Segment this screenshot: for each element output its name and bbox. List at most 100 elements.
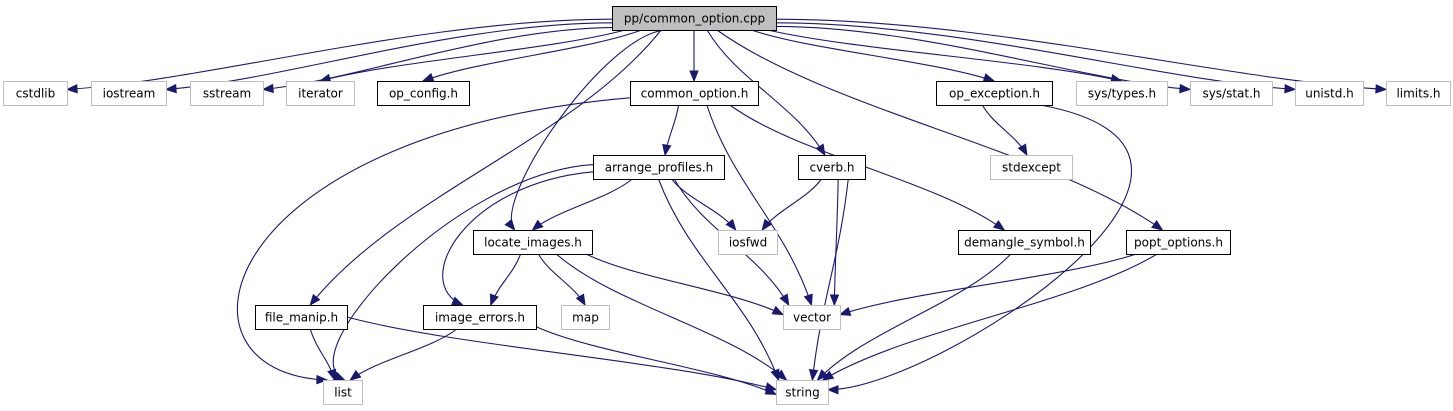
arrowhead-icon xyxy=(531,219,544,231)
arrowhead-icon xyxy=(504,218,516,232)
node-box xyxy=(783,305,841,330)
node-label: cverb.h xyxy=(809,161,854,175)
edge-line xyxy=(706,104,813,306)
node-box xyxy=(3,81,68,106)
node-box xyxy=(593,155,725,180)
edge-popt_options-to-string xyxy=(821,253,1158,381)
edge-line xyxy=(422,29,642,82)
edge-op_exception-to-string xyxy=(826,104,1132,395)
edge-popt_options-to-vector xyxy=(838,253,1137,316)
node-label: iterator xyxy=(298,87,343,101)
node-iostream: iostream xyxy=(91,81,167,106)
node-box xyxy=(286,81,355,106)
node-locate-images[interactable]: locate_images.h xyxy=(473,230,593,255)
edge-line xyxy=(833,178,839,306)
edge-line xyxy=(775,22,1296,90)
node-file-manip[interactable]: file_manip.h xyxy=(255,305,348,330)
node-root[interactable]: pp/common_option.cpp xyxy=(612,6,777,31)
arrowhead-icon xyxy=(764,385,778,395)
node-list: list xyxy=(323,380,363,405)
node-box xyxy=(423,305,537,330)
node-sys-stat: sys/stat.h xyxy=(1190,81,1273,106)
arrowhead-icon xyxy=(327,368,337,382)
node-label: vector xyxy=(793,311,831,325)
node-box xyxy=(323,380,363,405)
node-stdexcept: stdexcept xyxy=(990,155,1073,180)
edge-common_option-to-list xyxy=(236,97,631,385)
node-box xyxy=(612,6,777,31)
edge-root-to-file_manip xyxy=(309,29,662,307)
arrowhead-icon xyxy=(451,296,464,306)
node-vector: vector xyxy=(783,305,841,330)
edge-locate_images-to-map xyxy=(537,253,586,307)
node-string: string xyxy=(776,380,829,405)
arrowhead-icon xyxy=(761,218,773,232)
node-box xyxy=(990,155,1073,180)
edge-line xyxy=(811,178,849,381)
arrowhead-icon xyxy=(489,293,499,307)
edge-line xyxy=(817,253,1012,381)
edge-line xyxy=(822,253,1158,381)
node-iosfwd: iosfwd xyxy=(718,230,778,255)
arrowhead-icon xyxy=(816,369,829,381)
node-iterator: iterator xyxy=(286,81,355,106)
node-label: file_manip.h xyxy=(265,311,338,325)
edge-cverb-to-string xyxy=(808,178,849,382)
edge-line xyxy=(236,97,631,381)
node-op-config[interactable]: op_config.h xyxy=(377,81,470,106)
edge-line xyxy=(319,29,626,82)
arrowhead-icon xyxy=(1151,220,1164,231)
edge-arrange_profiles-to-iosfwd xyxy=(671,178,737,232)
node-label: stdexcept xyxy=(1002,161,1061,175)
edge-line xyxy=(751,29,995,82)
edge-line xyxy=(716,29,1163,231)
edge-line xyxy=(839,253,1137,316)
edge-file_manip-to-list xyxy=(309,328,337,382)
edge-line xyxy=(511,29,668,231)
arrowhead-icon xyxy=(838,306,852,316)
node-box xyxy=(776,380,829,405)
node-label: sys/stat.h xyxy=(1202,87,1260,101)
edge-line xyxy=(346,316,777,391)
edge-root-to-common_option xyxy=(689,29,699,83)
edge-line xyxy=(706,29,826,156)
arrowhead-icon xyxy=(1375,84,1388,94)
node-op-exception[interactable]: op_exception.h xyxy=(936,81,1053,106)
edge-line xyxy=(657,178,780,381)
node-unistd: unistd.h xyxy=(1295,81,1364,106)
node-popt-options[interactable]: popt_options.h xyxy=(1126,230,1231,255)
node-common-option[interactable]: common_option.h xyxy=(630,81,759,106)
node-label: iosfwd xyxy=(729,236,767,250)
node-label: pp/common_option.cpp xyxy=(624,12,765,26)
node-label: arrange_profiles.h xyxy=(605,161,714,175)
node-label: op_exception.h xyxy=(949,87,1040,101)
node-demangle-symbol[interactable]: demangle_symbol.h xyxy=(958,230,1091,255)
edge-locate_images-to-string xyxy=(555,253,788,381)
node-box xyxy=(958,230,1091,255)
arrowhead-icon xyxy=(421,72,435,82)
node-label: string xyxy=(785,386,819,400)
arrowhead-icon xyxy=(1017,143,1028,157)
edge-line xyxy=(767,29,1122,82)
arrowhead-icon xyxy=(725,218,737,232)
arrowhead-icon xyxy=(349,369,362,381)
node-limits: limits.h xyxy=(1386,81,1451,106)
node-image-errors[interactable]: image_errors.h xyxy=(423,305,537,330)
edge-locate_images-to-vector xyxy=(585,253,785,316)
edge-root-to-popt_options xyxy=(716,29,1164,231)
edge-cverb-to-iosfwd xyxy=(761,178,822,232)
node-arrange-profiles[interactable]: arrange_profiles.h xyxy=(593,155,725,180)
node-box xyxy=(190,81,264,106)
node-sys-types: sys/types.h xyxy=(1076,81,1168,106)
arrowhead-icon xyxy=(164,83,177,94)
edge-arrange_profiles-to-list xyxy=(332,164,594,381)
node-label: op_config.h xyxy=(389,87,458,101)
node-box xyxy=(1126,230,1231,255)
edge-line xyxy=(349,328,458,381)
node-label: cstdlib xyxy=(16,87,55,101)
node-cverb[interactable]: cverb.h xyxy=(798,155,866,180)
arrowhead-icon xyxy=(1179,83,1192,94)
node-label: demangle_symbol.h xyxy=(964,236,1085,250)
edges-layer xyxy=(65,18,1388,395)
